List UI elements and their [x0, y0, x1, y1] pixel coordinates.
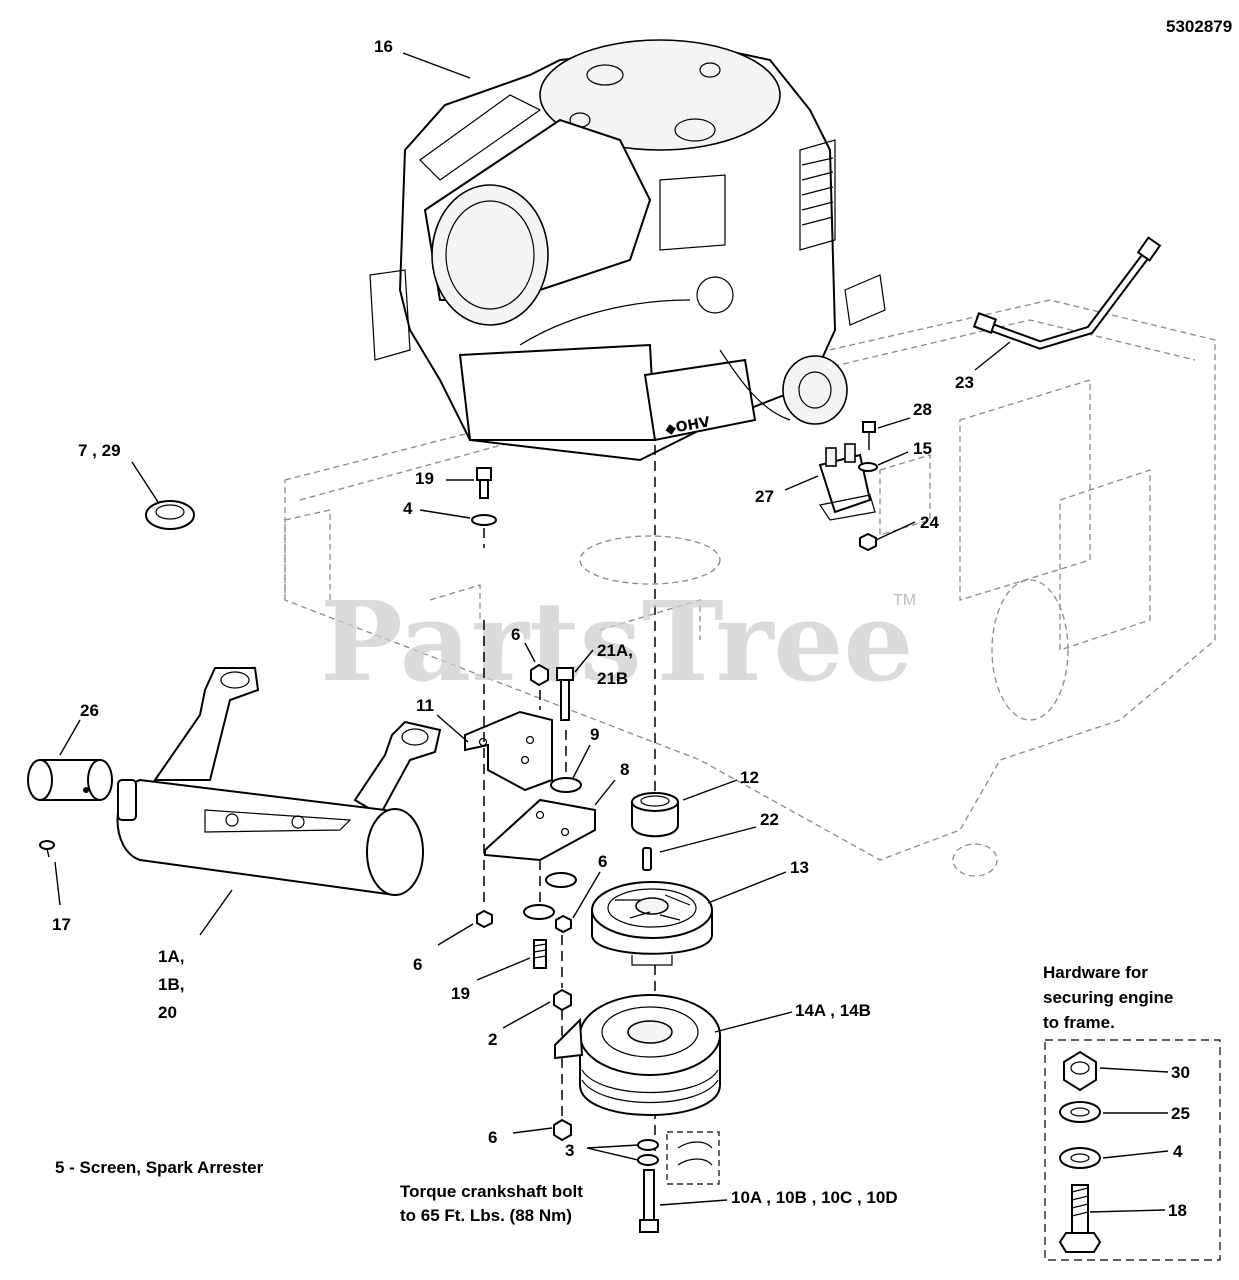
torque-note-line2: to 65 Ft. Lbs. (88 Nm) — [400, 1206, 572, 1225]
grommet — [145, 500, 195, 530]
callout-4-top: 4 — [403, 499, 413, 518]
pulley-13 — [591, 881, 713, 966]
lock-washer-25 — [1059, 1101, 1101, 1123]
callout-19-top: 19 — [415, 469, 434, 488]
callout-1b: 1B, — [158, 975, 184, 994]
flange-nut-30 — [1063, 1050, 1097, 1092]
watermark-trademark: TM — [893, 592, 916, 609]
callout-17: 17 — [52, 915, 71, 934]
nut-24 — [859, 532, 877, 552]
nut-2 — [553, 988, 572, 1012]
callout-24: 24 — [920, 513, 939, 532]
callout-9: 9 — [590, 725, 599, 744]
nut-6-top — [530, 663, 549, 687]
callout-6-bottom: 6 — [488, 1128, 497, 1147]
callout-30: 30 — [1171, 1063, 1190, 1082]
spacer-9 — [550, 777, 582, 793]
callout-23: 23 — [955, 373, 974, 392]
callout-18: 18 — [1168, 1201, 1187, 1220]
callout-2: 2 — [488, 1030, 497, 1049]
plate-8 — [484, 798, 596, 862]
callout-6-low: 6 — [413, 955, 422, 974]
washer-15 — [858, 462, 878, 472]
callout-20: 20 — [158, 1003, 177, 1022]
callout-11: 11 — [416, 696, 434, 715]
callout-13: 13 — [790, 858, 809, 877]
bolt-21 — [556, 667, 574, 721]
hardware-note-line2: securing engine — [1043, 988, 1173, 1007]
starter-solenoid — [818, 443, 876, 521]
callout-4-box: 4 — [1173, 1142, 1183, 1161]
bracket-11 — [464, 710, 553, 792]
muffler — [116, 667, 442, 897]
svg-text:◆OHV: ◆OHV — [664, 414, 711, 438]
bolt-19-low — [533, 939, 547, 969]
callout-1a: 1A, — [158, 947, 184, 966]
callout-3: 3 — [565, 1141, 574, 1160]
watermark: PartsTree — [320, 577, 914, 706]
hex-bolt-18 — [1058, 1184, 1102, 1253]
spacer-lower — [545, 872, 577, 888]
callout-12: 12 — [740, 768, 759, 787]
callout-labels: 16 23 7 , 29 28 15 27 24 19 4 6 21A, 21B… — [52, 37, 1190, 1220]
callout-10: 10A , 10B , 10C , 10D — [731, 1188, 898, 1207]
callout-16: 16 — [374, 37, 393, 56]
washer-3b — [637, 1154, 659, 1166]
callout-28: 28 — [913, 400, 932, 419]
callout-26: 26 — [80, 701, 99, 720]
hardware-note-line3: to frame. — [1043, 1013, 1115, 1032]
nut-6-mid — [555, 914, 572, 934]
engine-bolt-19 — [476, 467, 492, 499]
crank-bolt-10 — [639, 1169, 659, 1233]
callout-27: 27 — [755, 487, 774, 506]
callout-22: 22 — [760, 810, 779, 829]
callout-7-29: 7 , 29 — [78, 441, 121, 460]
leader-lines — [54, 52, 1169, 1213]
callout-14: 14A , 14B — [795, 1001, 871, 1020]
spark-arrester-note: 5 - Screen, Spark Arrester — [55, 1158, 264, 1177]
drawing-number: 5302879 — [1166, 17, 1232, 36]
bushing-12 — [631, 792, 679, 838]
fuel-line — [972, 236, 1162, 350]
callout-21a: 21A, — [597, 641, 633, 660]
torque-note-line1: Torque crankshaft bolt — [400, 1182, 583, 1201]
hardware-note-line1: Hardware for — [1043, 963, 1148, 982]
spark-arrester — [27, 759, 113, 801]
callout-6-top: 6 — [511, 625, 520, 644]
washer-4 — [471, 514, 497, 526]
flat-washer-4 — [1059, 1147, 1101, 1169]
washer-3a — [637, 1139, 659, 1151]
callout-25: 25 — [1171, 1104, 1190, 1123]
nut-6-bottom — [553, 1118, 572, 1142]
nut-6-left — [476, 909, 493, 929]
callout-6-mid: 6 — [598, 852, 607, 871]
mower-frame — [284, 299, 1216, 877]
engine-assembly: ◆OHV — [369, 39, 886, 462]
shim-detail-box — [666, 1131, 720, 1185]
hardware-box — [1044, 1039, 1221, 1261]
callout-15: 15 — [913, 439, 932, 458]
callout-21b: 21B — [597, 669, 628, 688]
spacer-left — [523, 904, 555, 920]
key-22 — [642, 847, 652, 871]
screw-17 — [39, 840, 55, 858]
bolt-28 — [862, 421, 876, 450]
callout-8: 8 — [620, 760, 629, 779]
callout-19-low: 19 — [451, 984, 470, 1003]
electric-clutch — [554, 994, 721, 1116]
